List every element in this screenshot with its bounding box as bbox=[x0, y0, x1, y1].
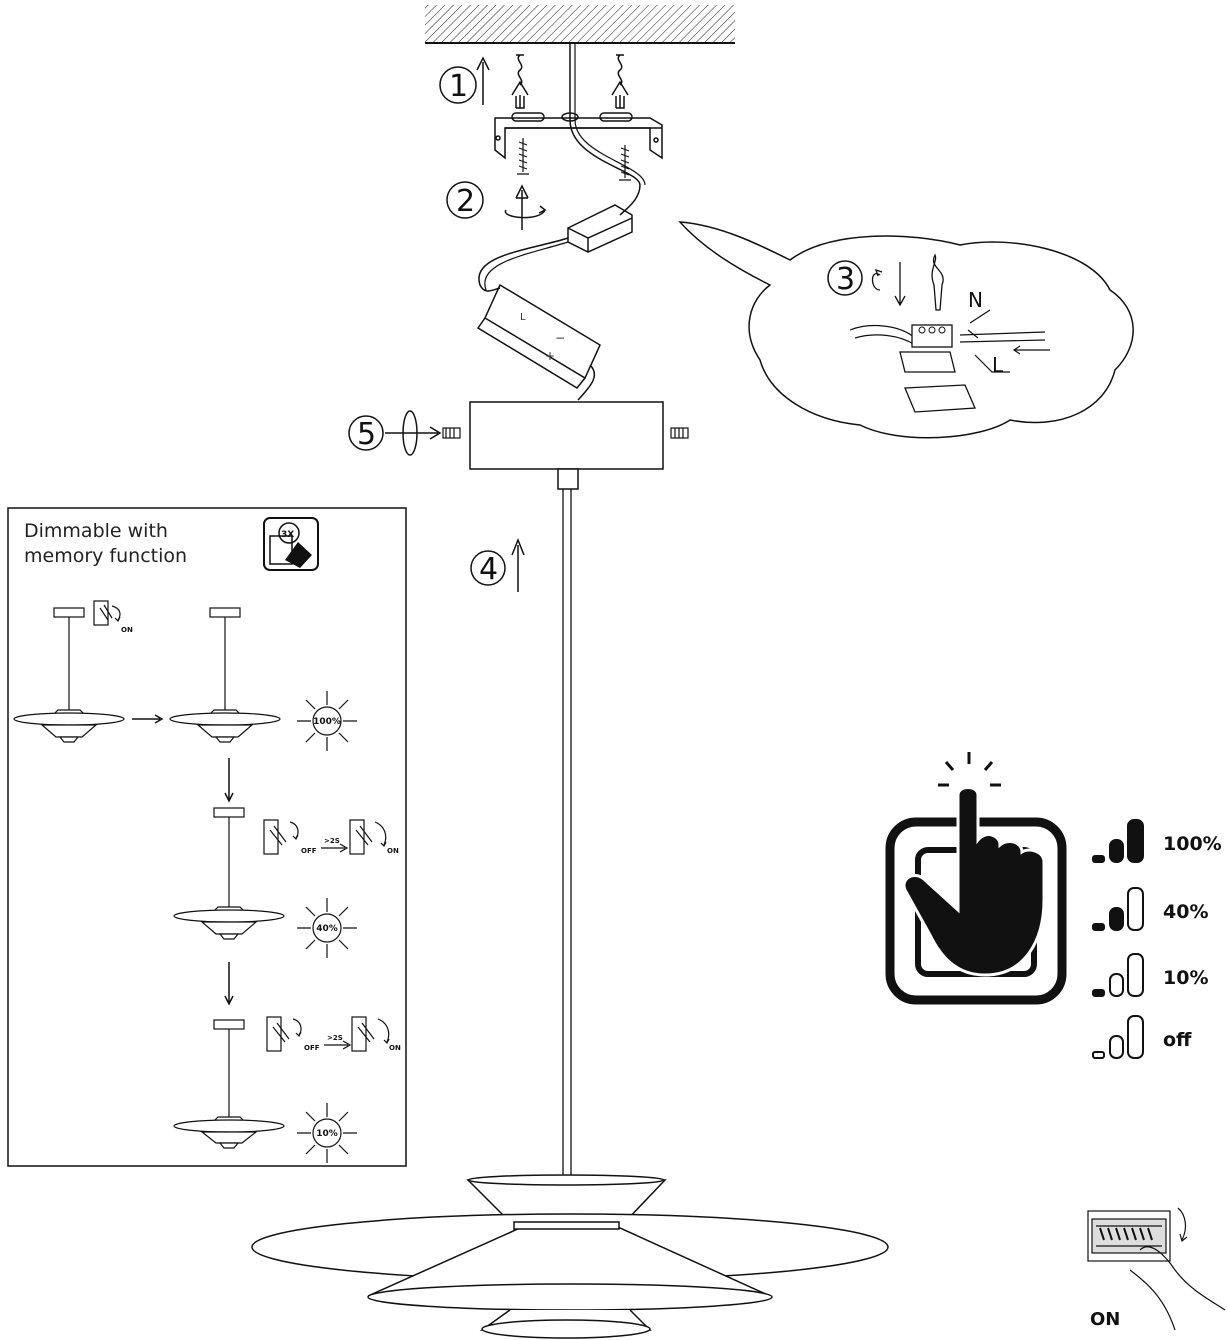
triple-press-icon: 3X bbox=[263, 517, 319, 571]
signal-bar bbox=[1127, 953, 1144, 997]
panel-switch-sequence-2 bbox=[266, 1016, 390, 1052]
panel-switch-off-label-2: OFF bbox=[304, 1044, 320, 1052]
step-1-label: 1 bbox=[449, 69, 468, 104]
ceiling bbox=[425, 5, 735, 44]
step-4-raise bbox=[470, 537, 525, 592]
step-5-fix-screws bbox=[348, 410, 442, 456]
panel-switch-on bbox=[93, 600, 121, 626]
step-5-label: 5 bbox=[357, 417, 376, 452]
panel-switch-on-label-2: ON bbox=[387, 847, 399, 855]
step-2-label: 2 bbox=[456, 184, 475, 219]
signal-bar bbox=[1127, 819, 1144, 863]
step-2-screw-in bbox=[446, 181, 547, 230]
touch-dimmer-switch-icon bbox=[885, 752, 1067, 1005]
panel-lamp-off bbox=[13, 607, 125, 743]
terminal-on-label: ON bbox=[1090, 1309, 1120, 1330]
panel-title-line1: Dimmable with bbox=[24, 520, 168, 542]
signal-bar bbox=[1092, 989, 1105, 997]
dimming-instruction-panel: Dimmable with memory function 3X ON bbox=[7, 507, 407, 1167]
supply-cable bbox=[569, 43, 641, 216]
brightness-40-label: 40% bbox=[316, 924, 338, 934]
signal-bar bbox=[1109, 839, 1124, 863]
svg-text:+: + bbox=[545, 349, 555, 363]
brightness-40-icon bbox=[297, 898, 357, 958]
dimmer-level-row: 40% bbox=[1092, 887, 1208, 931]
svg-text:−: − bbox=[555, 331, 565, 345]
pendant-lamp-shade bbox=[251, 1174, 889, 1339]
neutral-wire-label: N bbox=[968, 288, 983, 312]
dimmer-level-label: 10% bbox=[1163, 967, 1208, 989]
panel-switch-sequence-1 bbox=[263, 819, 387, 855]
brightness-10-icon bbox=[297, 1103, 357, 1163]
wiring-detail-bubble bbox=[678, 221, 1134, 439]
suspension-rod bbox=[562, 489, 572, 1175]
panel-delay-label-1: >2S bbox=[324, 837, 340, 845]
brightness-100-label: 100% bbox=[313, 717, 341, 727]
triple-press-label: 3X bbox=[281, 530, 294, 540]
panel-lamp-10 bbox=[173, 1019, 285, 1149]
arrow-right-icon bbox=[132, 714, 164, 724]
step-1-wall-plugs bbox=[439, 54, 629, 109]
panel-switch-on-label-1: ON bbox=[121, 626, 133, 634]
screws bbox=[517, 138, 631, 181]
signal-bar bbox=[1092, 855, 1105, 863]
panel-lamp-100 bbox=[169, 607, 281, 743]
panel-switch-off-label-1: OFF bbox=[301, 847, 317, 855]
step-3-label: 3 bbox=[836, 262, 855, 297]
panel-switch-on-label-3: ON bbox=[389, 1044, 401, 1052]
live-wire-label: L bbox=[992, 353, 1004, 377]
arrow-down-icon bbox=[224, 758, 234, 803]
signal-bar bbox=[1109, 1035, 1124, 1059]
dimmer-level-label: 40% bbox=[1163, 901, 1208, 923]
panel-lamp-40 bbox=[173, 807, 285, 940]
panel-title-line2: memory function bbox=[24, 545, 187, 567]
signal-bar bbox=[1127, 1015, 1144, 1059]
step-4-label: 4 bbox=[479, 552, 498, 587]
dimmer-level-label: off bbox=[1163, 1029, 1192, 1051]
dimmer-level-row: 100% bbox=[1092, 819, 1222, 863]
signal-bar bbox=[1127, 887, 1144, 931]
signal-bar bbox=[1092, 923, 1105, 931]
brightness-10-label: 10% bbox=[316, 1129, 338, 1139]
brightness-100-icon bbox=[297, 691, 357, 751]
dimmer-level-label: 100% bbox=[1163, 833, 1222, 855]
signal-bar bbox=[1109, 907, 1124, 931]
dimmer-level-row: 10% bbox=[1092, 953, 1208, 997]
pointing-hand-icon bbox=[902, 786, 1046, 977]
mounting-bracket bbox=[494, 112, 663, 160]
canopy bbox=[469, 401, 664, 490]
signal-bar bbox=[1109, 973, 1124, 997]
signal-bar bbox=[1092, 1051, 1105, 1059]
panel-delay-label-2: >2S bbox=[327, 1034, 343, 1042]
led-driver: L − + bbox=[476, 283, 601, 389]
arrow-down-icon-2 bbox=[224, 962, 234, 1006]
side-screws bbox=[442, 427, 689, 439]
dimmer-level-row: off bbox=[1092, 1015, 1192, 1059]
dimmer-levels: 100% 40% 10% off bbox=[1092, 819, 1222, 1059]
svg-text:L: L bbox=[520, 312, 526, 323]
terminal-block-switch-icon bbox=[1087, 1207, 1226, 1331]
